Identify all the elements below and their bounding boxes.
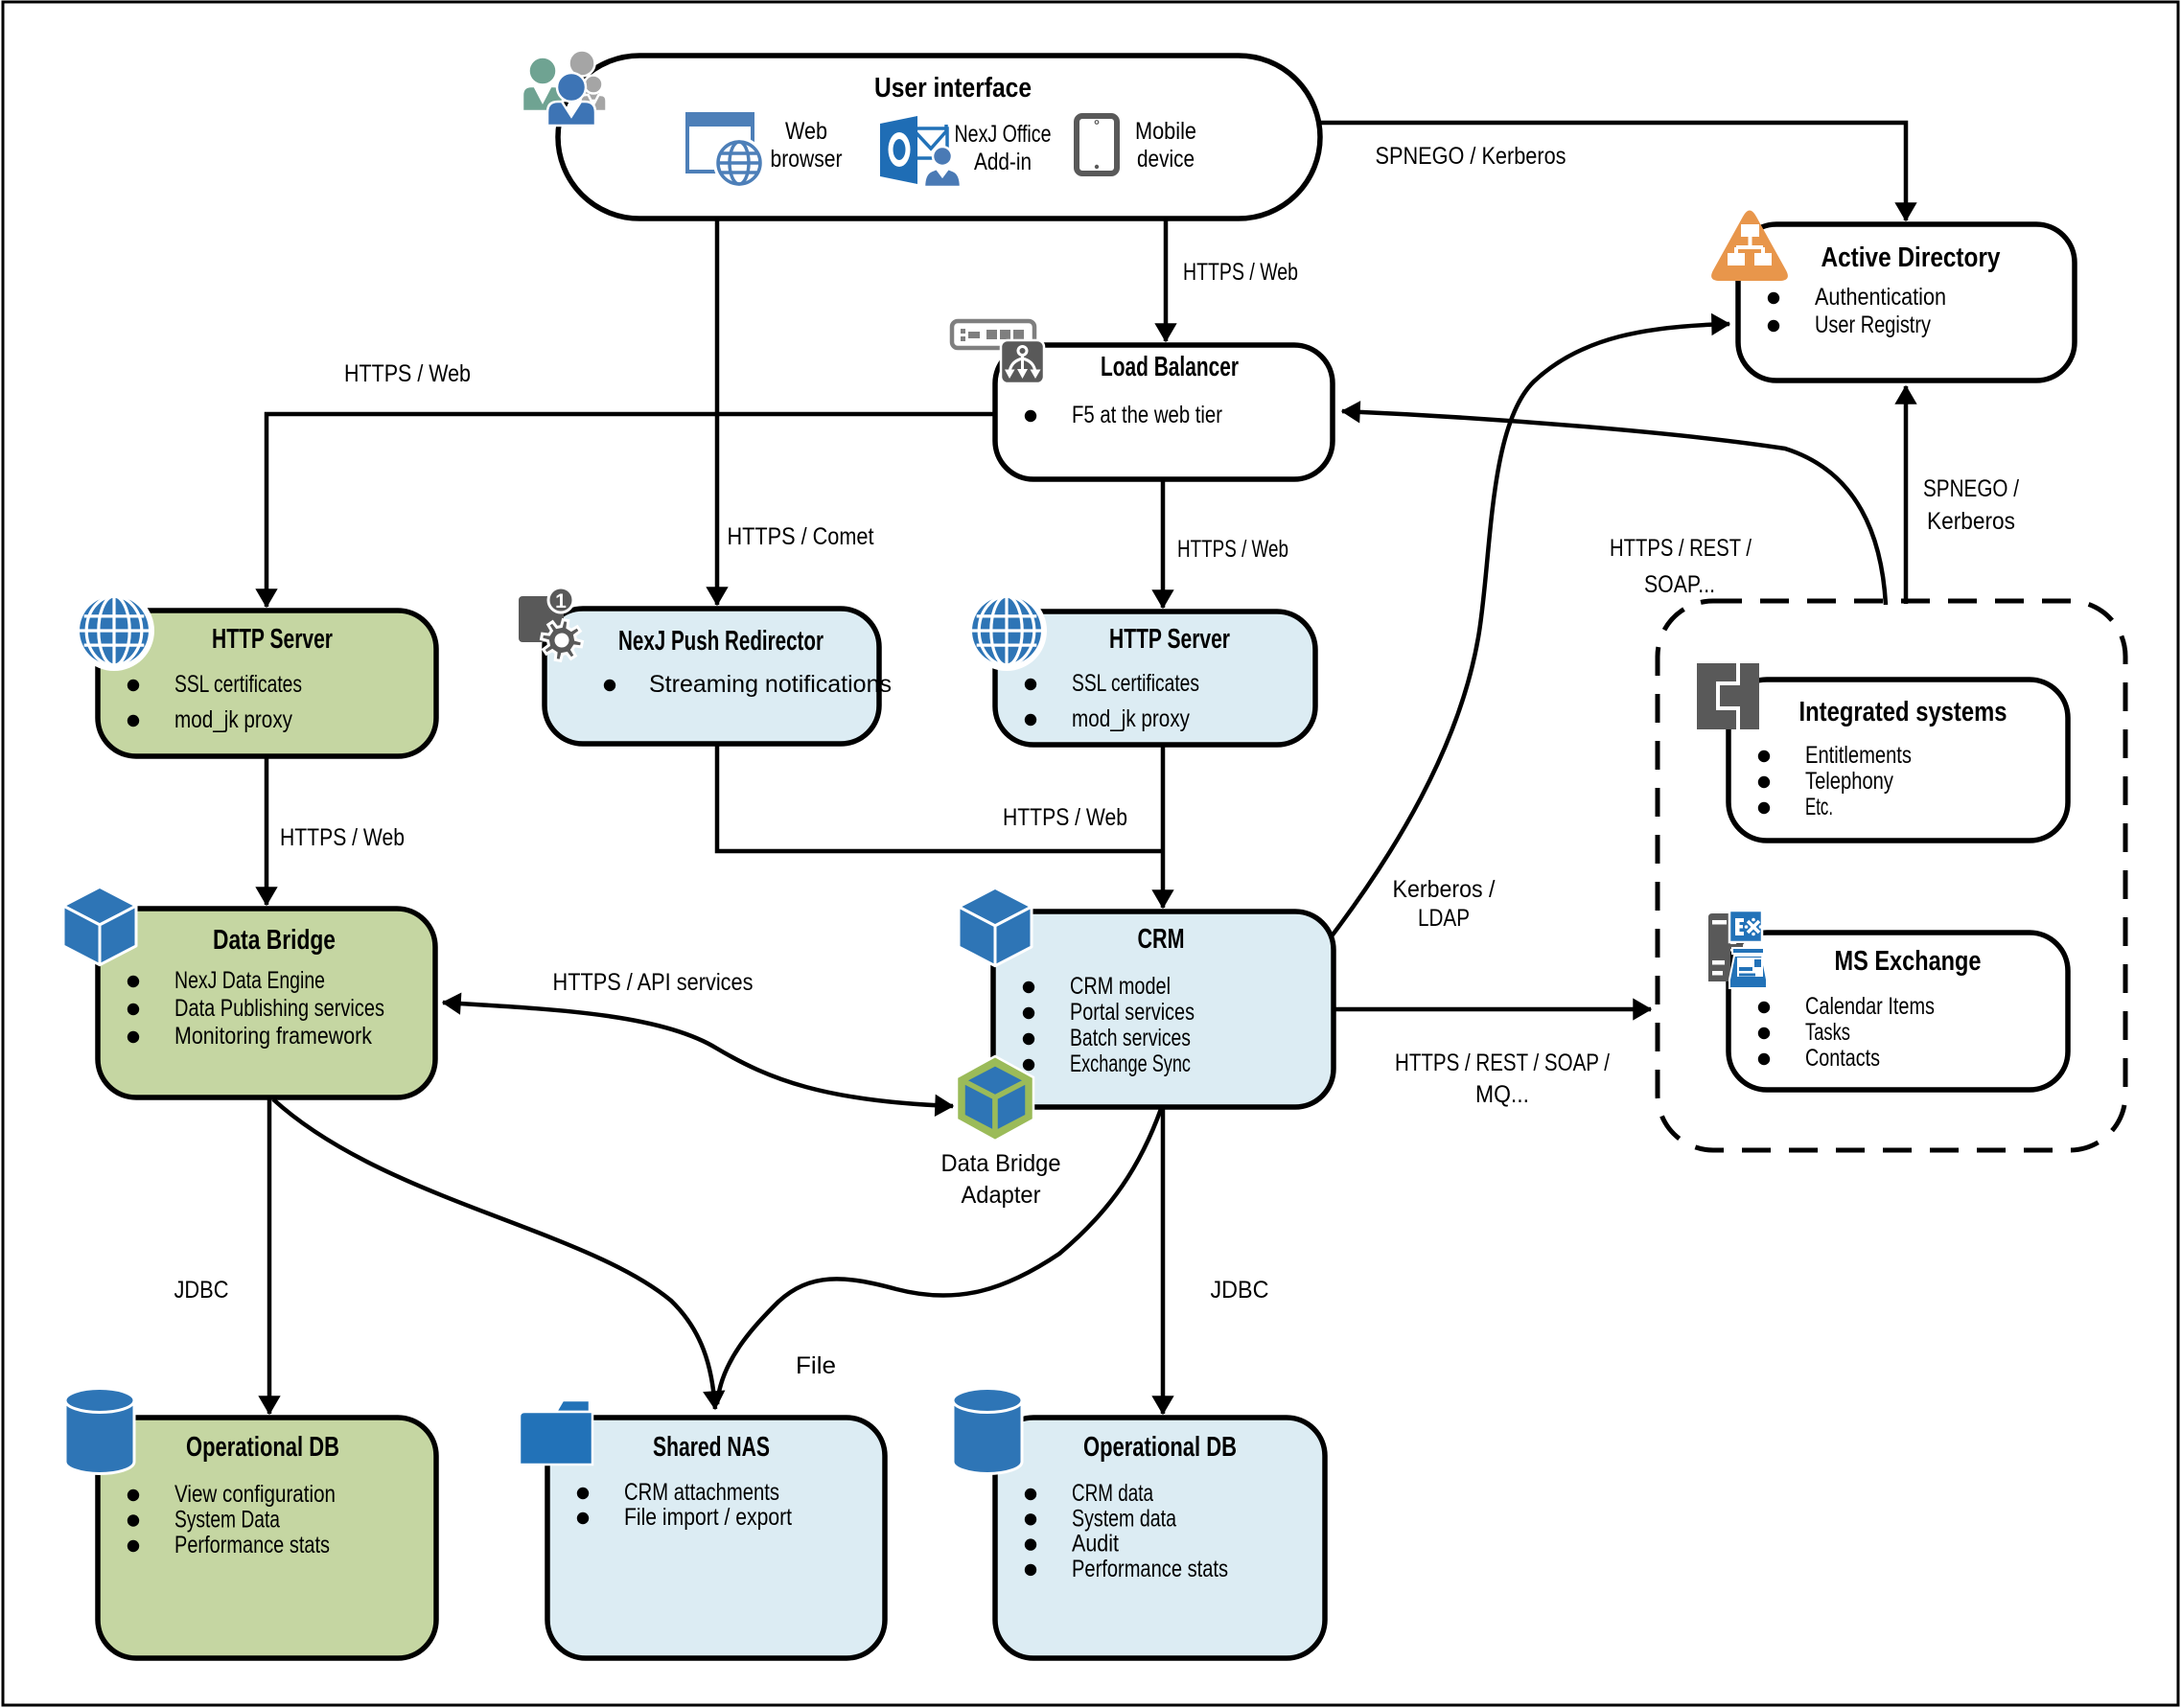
svg-text:SSL certificates: SSL certificates: [174, 671, 302, 698]
svg-text:MS Exchange: MS Exchange: [1835, 946, 1982, 977]
svg-text:NexJ Data Engine: NexJ Data Engine: [174, 967, 325, 994]
svg-text:Monitoring framework: Monitoring framework: [174, 1023, 372, 1050]
svg-text:MQ...: MQ...: [1475, 1081, 1529, 1108]
svg-text:Web: Web: [785, 118, 827, 145]
svg-text:Etc.: Etc.: [1805, 794, 1833, 820]
svg-text:HTTP Server: HTTP Server: [1109, 624, 1230, 655]
svg-text:View configuration: View configuration: [174, 1481, 336, 1508]
svg-text:User interface: User interface: [874, 73, 1032, 104]
svg-text:Data Bridge: Data Bridge: [941, 1150, 1061, 1177]
svg-text:Integrated systems: Integrated systems: [1799, 697, 2007, 727]
svg-text:Tasks: Tasks: [1805, 1019, 1850, 1046]
svg-text:Authentication: Authentication: [1815, 284, 1946, 311]
svg-text:Kerberos: Kerberos: [1927, 508, 2015, 535]
svg-text:SPNEGO /: SPNEGO /: [1923, 475, 2019, 502]
svg-text:System data: System data: [1072, 1505, 1176, 1532]
svg-text:Batch services: Batch services: [1070, 1025, 1191, 1051]
svg-text:HTTPS / Comet: HTTPS / Comet: [728, 523, 874, 550]
svg-text:CRM data: CRM data: [1072, 1480, 1153, 1507]
svg-text:HTTPS / Web: HTTPS / Web: [280, 824, 405, 851]
svg-text:Performance stats: Performance stats: [174, 1532, 330, 1558]
svg-text:CRM attachments: CRM attachments: [624, 1479, 779, 1506]
svg-text:HTTPS / Web: HTTPS / Web: [344, 360, 471, 387]
svg-text:Portal services: Portal services: [1070, 999, 1195, 1026]
svg-text:HTTPS / Web: HTTPS / Web: [1177, 536, 1288, 563]
svg-text:Load Balancer: Load Balancer: [1101, 352, 1239, 382]
svg-text:Operational DB: Operational DB: [1083, 1432, 1237, 1463]
svg-text:Exchange Sync: Exchange Sync: [1070, 1050, 1191, 1077]
svg-text:mod_jk proxy: mod_jk proxy: [174, 706, 292, 733]
svg-text:LDAP: LDAP: [1418, 905, 1470, 932]
svg-text:CRM: CRM: [1138, 924, 1185, 955]
svg-text:HTTP Server: HTTP Server: [212, 624, 333, 655]
svg-text:Data Publishing services: Data Publishing services: [174, 995, 384, 1022]
svg-text:Telephony: Telephony: [1805, 768, 1893, 795]
svg-text:NexJ Push Redirector: NexJ Push Redirector: [618, 626, 824, 657]
svg-text:SPNEGO / Kerberos: SPNEGO / Kerberos: [1376, 143, 1566, 170]
svg-text:JDBC: JDBC: [1211, 1277, 1269, 1304]
svg-text:Calendar Items: Calendar Items: [1805, 993, 1935, 1020]
svg-text:Kerberos /: Kerberos /: [1393, 876, 1496, 903]
svg-text:CRM model: CRM model: [1070, 973, 1171, 1000]
svg-text:JDBC: JDBC: [174, 1277, 229, 1304]
svg-text:NexJ Office: NexJ Office: [955, 121, 1052, 148]
svg-text:SOAP...: SOAP...: [1644, 571, 1715, 598]
svg-text:HTTPS / Web: HTTPS / Web: [1183, 259, 1298, 286]
svg-text:HTTPS / API services: HTTPS / API services: [553, 969, 754, 996]
svg-text:mod_jk proxy: mod_jk proxy: [1072, 705, 1190, 732]
svg-text:Data Bridge: Data Bridge: [213, 925, 336, 956]
svg-text:Shared NAS: Shared NAS: [653, 1432, 770, 1463]
svg-text:Active Directory: Active Directory: [1821, 242, 2001, 273]
svg-text:HTTPS / REST /: HTTPS / REST /: [1610, 535, 1752, 562]
svg-text:Performance stats: Performance stats: [1072, 1556, 1228, 1582]
svg-text:Entitlements: Entitlements: [1805, 742, 1912, 769]
svg-text:1: 1: [555, 590, 567, 612]
svg-text:User Registry: User Registry: [1815, 312, 1931, 338]
svg-text:device: device: [1137, 146, 1195, 173]
svg-text:Add-in: Add-in: [974, 149, 1032, 175]
svg-text:browser: browser: [771, 146, 843, 173]
svg-text:Mobile: Mobile: [1135, 118, 1196, 145]
svg-text:HTTPS / REST / SOAP /: HTTPS / REST / SOAP /: [1395, 1050, 1610, 1076]
svg-text:F5 at the web tier: F5 at the web tier: [1072, 402, 1222, 428]
svg-text:HTTPS / Web: HTTPS / Web: [1003, 804, 1127, 831]
svg-text:Operational DB: Operational DB: [186, 1432, 339, 1463]
svg-text:Streaming notifications: Streaming notifications: [649, 671, 892, 698]
svg-text:Contacts: Contacts: [1805, 1045, 1880, 1072]
svg-text:System Data: System Data: [174, 1507, 280, 1534]
svg-text:Audit: Audit: [1072, 1531, 1119, 1558]
svg-text:Adapter: Adapter: [962, 1182, 1041, 1209]
svg-text:File import / export: File import / export: [624, 1504, 792, 1531]
svg-text:SSL certificates: SSL certificates: [1072, 670, 1199, 697]
svg-text:File: File: [796, 1352, 836, 1379]
